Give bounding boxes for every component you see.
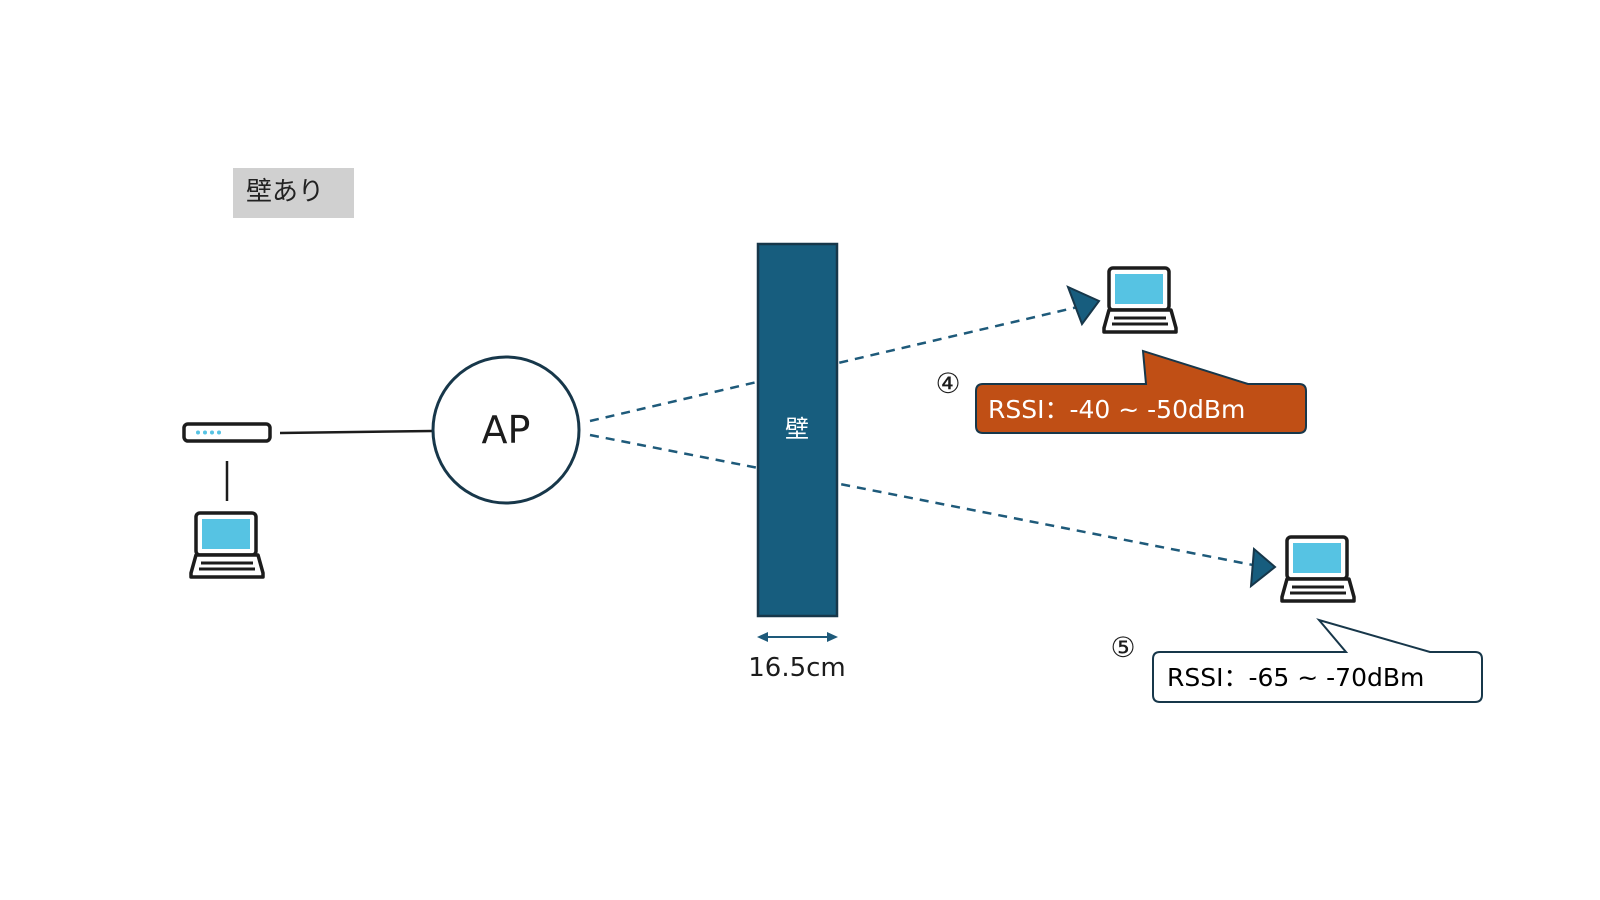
router-icon <box>182 422 272 443</box>
measurement-4: ④ RSSI：-40 ~ -50dBm <box>935 349 1307 434</box>
laptop-icon-position-4 <box>1102 266 1178 334</box>
wall-thickness-dimension: 16.5cm <box>748 632 846 683</box>
header-tag: 壁あり <box>233 168 354 218</box>
wall-thickness-label: 16.5cm <box>748 653 846 683</box>
header-tag-background <box>233 168 354 218</box>
measurement-5-rssi: RSSI：-65 ~ -70dBm <box>1167 663 1424 692</box>
access-point-circle <box>431 355 581 505</box>
laptop-icon-position-5 <box>1280 535 1356 603</box>
header-tag-label: 壁あり <box>246 177 324 207</box>
wall-block <box>756 242 839 618</box>
router-to-ap-cable <box>279 429 433 435</box>
wall-label: 壁 <box>785 415 809 443</box>
wired-laptop-icon <box>189 511 265 579</box>
access-point: AP <box>431 355 581 505</box>
measurement-4-number: ④ <box>935 367 960 400</box>
arrowhead-lower <box>1249 546 1277 589</box>
measurement-4-callout <box>975 349 1307 434</box>
access-point-label: AP <box>482 408 531 452</box>
measurement-5-number: ⑤ <box>1110 631 1135 664</box>
measurement-4-rssi: RSSI：-40 ~ -50dBm <box>988 395 1245 424</box>
measurement-5-callout <box>1152 618 1483 703</box>
signal-path-upper <box>589 285 1101 423</box>
signal-path-lower <box>589 433 1277 589</box>
measurement-5: ⑤ RSSI：-65 ~ -70dBm <box>1110 618 1483 703</box>
wall: 壁 <box>756 242 839 618</box>
arrowhead-upper <box>1066 285 1101 327</box>
